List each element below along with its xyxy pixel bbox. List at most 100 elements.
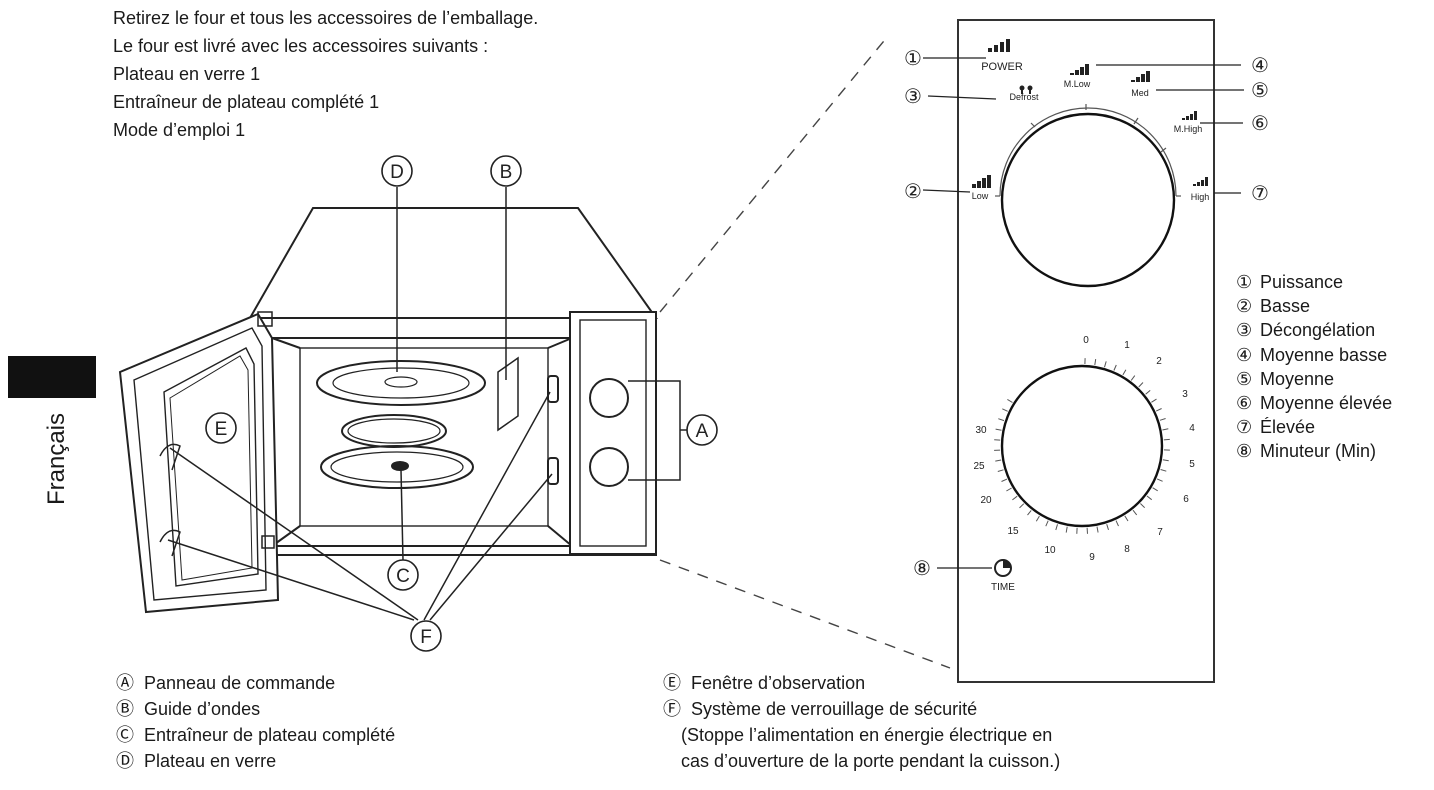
panel-numbers: ① ② ③ ④ ⑤ ⑥ ⑦ ⑧ bbox=[904, 48, 1269, 580]
svg-text:F: F bbox=[420, 627, 432, 648]
timer-label-15: 15 bbox=[1007, 526, 1019, 537]
mlow-label: M.Low bbox=[1064, 79, 1091, 89]
power-scale-ticks bbox=[995, 104, 1181, 197]
legend-num: ① bbox=[1236, 272, 1253, 292]
callout-a: A bbox=[686, 414, 718, 446]
power-scale-arc bbox=[999, 107, 1177, 197]
legend-num: ④ bbox=[1236, 344, 1253, 365]
timer-tick bbox=[1113, 364, 1117, 371]
timer-tick bbox=[1045, 520, 1049, 527]
callout-d: D bbox=[381, 155, 413, 187]
timer-tick bbox=[1007, 398, 1013, 403]
timer-tick bbox=[1001, 478, 1008, 482]
legend-label: Plateau en verre bbox=[144, 751, 277, 771]
timer-tick bbox=[1130, 375, 1136, 381]
high-bars-icon bbox=[1193, 177, 1208, 186]
legend-num: ⑦ bbox=[1236, 417, 1253, 438]
timer-tick bbox=[1027, 510, 1032, 516]
legend-num: ③ bbox=[1236, 320, 1253, 341]
legend-item: ② Basse bbox=[1236, 294, 1392, 318]
timer-tick bbox=[1138, 382, 1144, 388]
panel-number-3: ③ bbox=[904, 86, 922, 108]
legend-label: Minuteur (Min) bbox=[1260, 441, 1377, 462]
intro-line: Plateau en verre 1 bbox=[113, 64, 261, 84]
panel-number-6: ⑥ bbox=[1251, 113, 1269, 135]
svg-text:A: A bbox=[696, 421, 709, 442]
projection-lines bbox=[659, 35, 951, 669]
timer-tick bbox=[1146, 495, 1153, 501]
med-label: Med bbox=[1131, 88, 1149, 98]
legend-label: Entraîneur de plateau complété bbox=[144, 725, 396, 745]
intro-line: Le four est livré avec les accessoires s… bbox=[113, 36, 489, 56]
power-knob bbox=[1000, 112, 1176, 288]
legend-label: Élevée bbox=[1260, 417, 1316, 438]
microwave-door bbox=[118, 311, 280, 614]
legend-label: Fenêtre d’observation bbox=[691, 673, 866, 693]
timer-scale-labels: 0 1 2 3 4 5 6 7 8 9 10 15 20 25 30 bbox=[973, 335, 1195, 563]
timer-tick bbox=[995, 428, 1002, 431]
timer-tick bbox=[1155, 408, 1162, 412]
timer-tick bbox=[1035, 515, 1040, 522]
defrost-icon bbox=[1019, 85, 1033, 94]
panel-number-5: ⑤ bbox=[1251, 80, 1269, 102]
legend-item: ④ Moyenne basse bbox=[1236, 343, 1392, 367]
intro-line: Entraîneur de plateau complété 1 bbox=[113, 92, 380, 112]
timer-tick bbox=[1012, 495, 1018, 501]
legend-mark: Ⓑ bbox=[116, 699, 134, 719]
timer-tick bbox=[1106, 524, 1109, 531]
timer-tick bbox=[1124, 515, 1129, 522]
timer-tick bbox=[1152, 487, 1158, 492]
timer-tick bbox=[1132, 509, 1138, 516]
power-bars-icon bbox=[988, 39, 1010, 52]
timer-tick bbox=[1094, 359, 1097, 366]
legend-label: Guide d’ondes bbox=[144, 699, 261, 719]
timer-label-5: 5 bbox=[1189, 459, 1195, 470]
microwave-body bbox=[248, 207, 658, 556]
callout-lines bbox=[167, 187, 688, 621]
legend-label: Moyenne bbox=[1260, 368, 1335, 389]
med-bars-icon bbox=[1131, 71, 1150, 82]
timer-label-8: 8 bbox=[1124, 544, 1130, 555]
high-label: High bbox=[1191, 192, 1210, 202]
timer-label-20: 20 bbox=[980, 495, 992, 506]
mlow-bars-icon bbox=[1070, 64, 1089, 75]
legend-num: ⑤ bbox=[1236, 368, 1253, 389]
timer-tick bbox=[1104, 361, 1107, 368]
legend-num: ② bbox=[1236, 296, 1253, 317]
timer-label-2: 2 bbox=[1156, 356, 1162, 367]
callout-e: E bbox=[205, 412, 237, 444]
intro-line: Retirez le four et tous les accessoires … bbox=[113, 8, 539, 28]
callout-f: F bbox=[410, 620, 442, 652]
timer-label-9: 9 bbox=[1089, 552, 1095, 563]
callout-c: C bbox=[387, 559, 419, 591]
timer-label-3: 3 bbox=[1182, 389, 1188, 400]
legend-num: ⑥ bbox=[1236, 393, 1253, 414]
timer-tick bbox=[1115, 520, 1119, 527]
legend-label: Basse bbox=[1260, 296, 1311, 317]
callout-circles: D B E A C F bbox=[205, 155, 718, 652]
low-bars-icon bbox=[972, 175, 991, 188]
legend-label: Moyenne élevée bbox=[1260, 393, 1393, 414]
timer-tick bbox=[1162, 428, 1169, 431]
power-label: POWER bbox=[981, 61, 1023, 73]
timer-tick bbox=[995, 459, 1002, 462]
timer-tick bbox=[997, 469, 1004, 472]
intro-text: Retirez le four et tous les accessoires … bbox=[113, 4, 538, 144]
legend-item: ⑦ Élevée bbox=[1236, 415, 1392, 439]
timer-tick bbox=[1019, 503, 1025, 509]
panel-number-8: ⑧ bbox=[913, 558, 931, 580]
legend-label: Moyenne basse bbox=[1260, 344, 1388, 365]
svg-text:C: C bbox=[396, 566, 410, 587]
timer-label-6: 6 bbox=[1183, 494, 1189, 505]
timer-tick bbox=[1156, 478, 1163, 482]
timer-tick bbox=[1055, 524, 1058, 531]
timer-tick bbox=[1162, 459, 1169, 462]
legend-note: (Stoppe l’alimentation en énergie électr… bbox=[681, 725, 1053, 745]
defrost-label: Defrost bbox=[1009, 92, 1039, 102]
